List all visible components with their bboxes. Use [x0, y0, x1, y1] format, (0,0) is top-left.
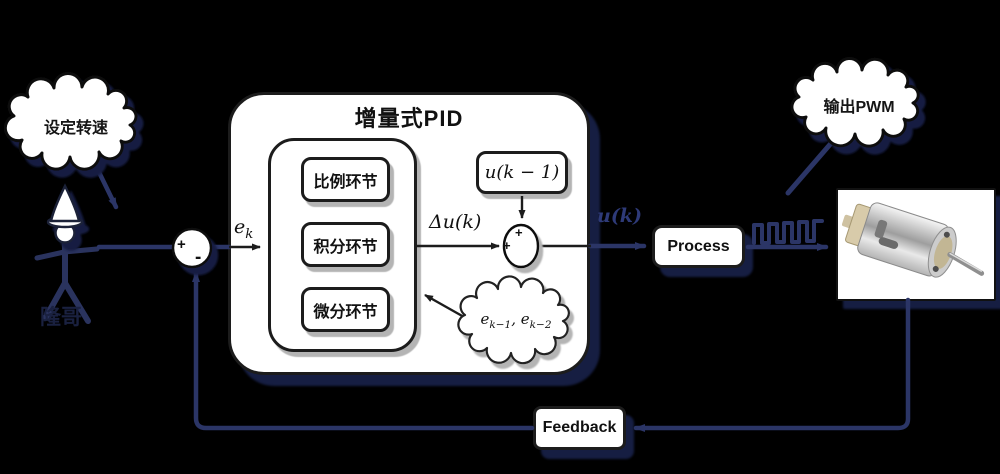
control-signal-label: u(k) — [597, 205, 642, 227]
dc-motor-drawing — [841, 202, 985, 278]
delta-u-label: Δu(k) — [429, 211, 482, 233]
engineer-hat — [46, 183, 84, 244]
feedback-right-line — [633, 297, 911, 432]
integral-term-label: 积分环节 — [313, 238, 378, 256]
summer2-plus-left-sign: + — [503, 238, 511, 253]
pwm-pointer-line — [785, 138, 836, 196]
previous-output-box: u(k − 1) — [476, 151, 568, 194]
derivative-term-label: 微分环节 — [313, 303, 378, 321]
pwm-cloud-label: 输出PWM — [823, 99, 895, 116]
setpoint-cloud-label: 设定转速 — [43, 120, 108, 137]
process-box: Process — [652, 225, 745, 268]
feedback-label: Feedback — [542, 419, 617, 436]
dc-motor-image — [836, 188, 996, 301]
pid-title: 增量式PID — [354, 106, 464, 131]
integral-term-box: 积分环节 — [301, 222, 390, 267]
previous-output-label: u(k − 1) — [484, 162, 560, 183]
error-history-e2: e — [520, 310, 530, 328]
feedback-box: Feedback — [533, 406, 626, 450]
summer1-minus-sign: - — [195, 247, 202, 268]
pwm-waveform — [752, 219, 824, 245]
process-label: Process — [667, 237, 730, 255]
author-signature: 隆哥 — [40, 306, 82, 329]
proportional-term-box: 比例环节 — [301, 157, 390, 202]
derivative-term-box: 微分环节 — [301, 287, 390, 332]
error-signal-label: ek — [234, 216, 254, 242]
summer2-plus-top-sign: + — [515, 225, 523, 240]
error-history-label: ek−1, ek−2 — [480, 310, 552, 331]
summer1-plus-sign: + — [177, 236, 186, 253]
proportional-term-label: 比例环节 — [313, 173, 378, 191]
setpoint-pointer-line — [93, 163, 119, 210]
